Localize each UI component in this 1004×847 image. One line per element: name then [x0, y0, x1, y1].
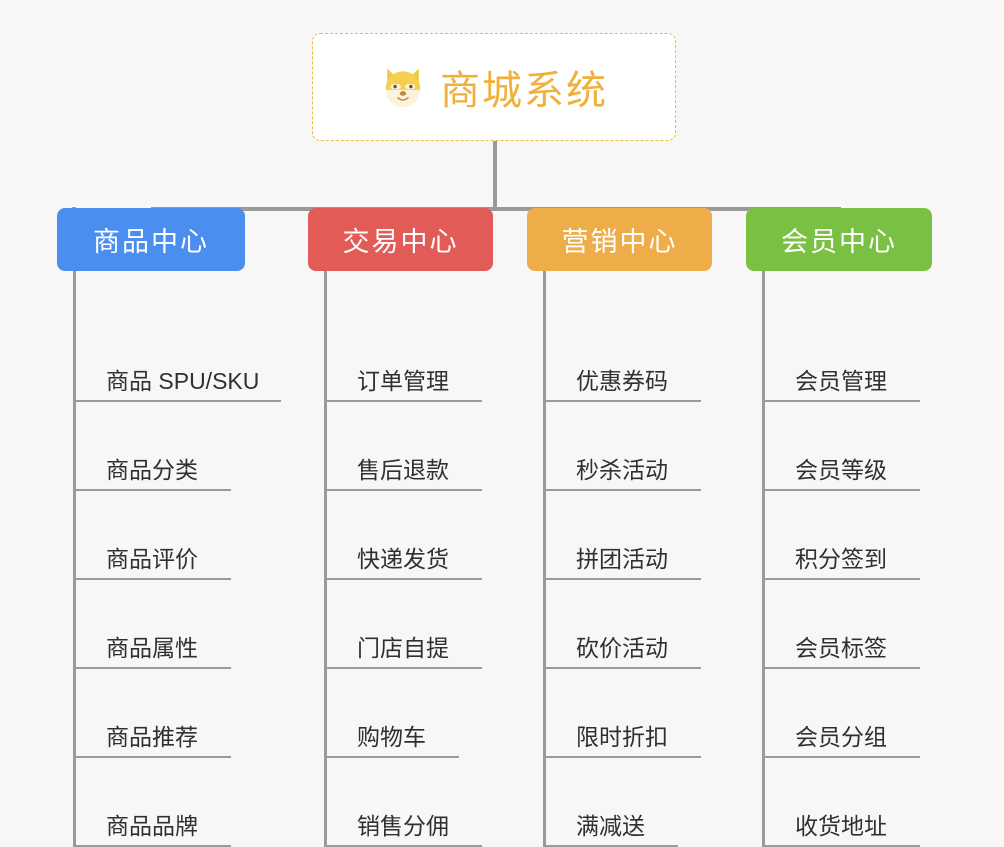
leaf-item-label: 订单管理 [357, 367, 449, 394]
category-label: 交易中心 [342, 227, 459, 257]
leaf-item-label: 商品评价 [106, 545, 198, 572]
leaf-item-label: 销售分佣 [357, 812, 449, 839]
leaf-item[interactable]: 积分签到 [765, 491, 920, 580]
leaf-item-label: 门店自提 [357, 634, 449, 661]
leaf-item-label: 商品属性 [106, 634, 198, 661]
leaf-item[interactable]: 商品分类 [76, 402, 231, 491]
connector-horizontal-bus [151, 207, 841, 211]
leaf-item-label: 收货地址 [795, 812, 887, 839]
leaf-item-label: 会员等级 [795, 456, 887, 483]
leaf-item[interactable]: 售后退款 [327, 402, 482, 491]
leaf-item-label: 售后退款 [357, 456, 449, 483]
leaf-item[interactable]: 优惠券码 [546, 313, 701, 402]
connector-spine-marketing-center [543, 271, 546, 847]
leaf-item[interactable]: 商品品牌 [76, 758, 231, 847]
root-node-mall-system[interactable]: 商城系统 [312, 33, 676, 141]
leaf-item[interactable]: 会员等级 [765, 402, 920, 491]
leaf-item-label: 秒杀活动 [576, 456, 668, 483]
leaf-item[interactable]: 商品评价 [76, 491, 231, 580]
leaf-item[interactable]: 会员分组 [765, 669, 920, 758]
leaf-item-label: 优惠券码 [576, 367, 668, 394]
leaf-item[interactable]: 拼团活动 [546, 491, 701, 580]
leaf-item[interactable]: 限时折扣 [546, 669, 701, 758]
leaf-item[interactable]: 砍价活动 [546, 580, 701, 669]
leaf-item-label: 会员标签 [795, 634, 887, 661]
leaf-item-label: 拼团活动 [576, 545, 668, 572]
category-label: 会员中心 [781, 227, 897, 257]
leaf-item[interactable]: 订单管理 [327, 313, 482, 402]
connector-spine-trade-center [324, 271, 327, 847]
category-box-trade-center[interactable]: 交易中心 [308, 208, 493, 271]
leaf-item-label: 商品推荐 [106, 723, 198, 750]
leaf-item-label: 会员分组 [795, 723, 887, 750]
leaf-item[interactable]: 购物车 [327, 669, 459, 758]
leaf-item-label: 积分签到 [795, 545, 887, 572]
leaf-item-label: 满减送 [576, 812, 645, 839]
leaf-item[interactable]: 秒杀活动 [546, 402, 701, 491]
leaf-item-label: 限时折扣 [576, 723, 668, 750]
leaf-item-label: 商品品牌 [106, 812, 198, 839]
leaf-item[interactable]: 快递发货 [327, 491, 482, 580]
leaf-item[interactable]: 收货地址 [765, 758, 920, 847]
root-node-label: 商城系统 [440, 69, 608, 113]
category-box-marketing-center[interactable]: 营销中心 [527, 208, 712, 271]
leaf-item-label: 商品 SPU/SKU [106, 367, 260, 394]
leaf-item[interactable]: 销售分佣 [327, 758, 482, 847]
category-label: 营销中心 [561, 227, 678, 257]
leaf-item-label: 商品分类 [106, 456, 198, 483]
leaf-item-label: 快递发货 [357, 545, 449, 572]
leaf-item[interactable]: 门店自提 [327, 580, 482, 669]
shiba-dog-face-icon [380, 64, 426, 110]
category-label: 商品中心 [93, 227, 209, 257]
connector-spine-product-center [73, 271, 76, 847]
leaf-item[interactable]: 会员管理 [765, 313, 920, 402]
leaf-item[interactable]: 会员标签 [765, 580, 920, 669]
leaf-item-label: 砍价活动 [576, 634, 668, 661]
leaf-item[interactable]: 满减送 [546, 758, 678, 847]
connector-spine-member-center [762, 271, 765, 847]
category-box-member-center[interactable]: 会员中心 [746, 208, 932, 271]
leaf-item[interactable]: 商品推荐 [76, 669, 231, 758]
leaf-item[interactable]: 商品属性 [76, 580, 231, 669]
leaf-item-label: 购物车 [357, 723, 426, 750]
leaf-item-label: 会员管理 [795, 367, 887, 394]
category-box-product-center[interactable]: 商品中心 [57, 208, 245, 271]
leaf-item[interactable]: 商品 SPU/SKU [76, 313, 281, 402]
connector-root-stem [493, 141, 497, 210]
